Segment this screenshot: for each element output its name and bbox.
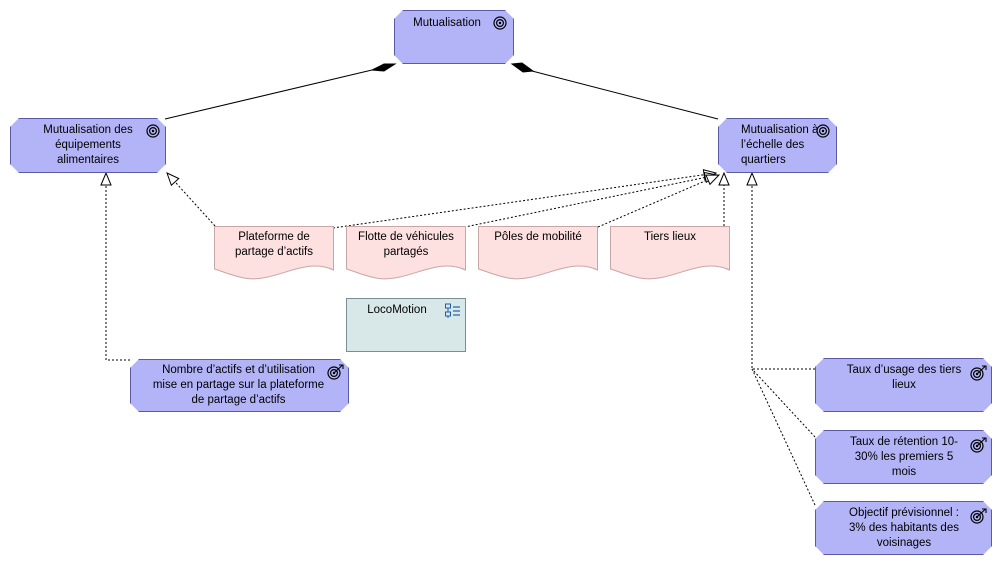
target-arrow-icon bbox=[970, 508, 987, 525]
outcome-objectif-label: Objectif prévisionnel : 3% des habitants… bbox=[849, 507, 959, 549]
outcome-nombre-actifs-label: Nombre d’actifs et d’utilisation mise en… bbox=[152, 364, 325, 406]
realization-line-taux-retention bbox=[751, 368, 816, 438]
deliverable-shape bbox=[478, 226, 598, 280]
deliverable-shape bbox=[610, 226, 730, 280]
deliverable-flotte-label: Flotte de véhicules partagés bbox=[358, 231, 454, 258]
outcome-taux-usage-label: Taux d’usage des tiers lieux bbox=[846, 364, 962, 391]
deliverable-tiers-lieux[interactable]: Tiers lieux bbox=[610, 226, 730, 281]
outcome-taux-usage[interactable]: Taux d’usage des tiers lieux bbox=[815, 358, 992, 412]
deliverable-poles-label: Pôles de mobilité bbox=[494, 231, 582, 243]
target-arrow-icon bbox=[327, 364, 344, 381]
goal-echelle-quartiers[interactable]: Mutualisation à l’échelle des quartiers bbox=[718, 118, 837, 173]
application-locomotion-label: LocoMotion bbox=[367, 304, 427, 316]
deliverable-tiers-label: Tiers lieux bbox=[644, 231, 696, 243]
deliverable-flotte[interactable]: Flotte de véhicules partagés bbox=[346, 226, 466, 281]
outcome-objectif-previsionnel[interactable]: Objectif prévisionnel : 3% des habitants… bbox=[815, 501, 992, 555]
target-arrow-icon bbox=[970, 437, 987, 454]
goal-quartiers-label: Mutualisation à l’échelle des quartiers bbox=[741, 124, 819, 166]
application-component-icon bbox=[445, 303, 460, 318]
composition-line-quartiers bbox=[510, 62, 719, 120]
outcome-taux-retention[interactable]: Taux de rétention 10-30% les premiers 5 … bbox=[815, 430, 992, 484]
goal-mutualisation[interactable]: Mutualisation bbox=[394, 10, 514, 64]
composition-line-equipements bbox=[164, 63, 397, 120]
goal-equipements-label: Mutualisation des équipements alimentair… bbox=[43, 124, 133, 166]
outcome-taux-retention-label: Taux de rétention 10-30% les premiers 5 … bbox=[849, 436, 959, 478]
realization-line-taux-usage bbox=[752, 173, 815, 370]
outcome-nombre-actifs[interactable]: Nombre d’actifs et d’utilisation mise en… bbox=[130, 359, 349, 412]
application-locomotion[interactable]: LocoMotion bbox=[346, 298, 466, 352]
target-icon bbox=[493, 16, 507, 30]
realization-line-plateforme bbox=[167, 173, 216, 227]
target-arrow-icon bbox=[970, 365, 987, 382]
deliverable-plateforme[interactable]: Plateforme de partage d’actifs bbox=[214, 226, 334, 281]
realization-line-objectif bbox=[751, 368, 816, 506]
realization-line-flotte bbox=[459, 175, 717, 229]
deliverable-plateforme-label: Plateforme de partage d’actifs bbox=[235, 231, 313, 258]
goal-mutualisation-label: Mutualisation bbox=[413, 17, 481, 29]
deliverable-poles[interactable]: Pôles de mobilité bbox=[478, 226, 598, 281]
target-icon bbox=[146, 124, 160, 138]
target-icon bbox=[816, 124, 830, 138]
composition-diamond bbox=[510, 62, 535, 73]
deliverable-shape bbox=[346, 226, 466, 280]
realization-line-nombre-actifs bbox=[106, 173, 130, 361]
goal-equipements-alimentaires[interactable]: Mutualisation des équipements alimentair… bbox=[10, 118, 166, 173]
realization-line-poles bbox=[597, 175, 719, 228]
realization-line-plateforme-quartiers bbox=[332, 173, 716, 229]
deliverable-shape bbox=[214, 226, 334, 280]
composition-diamond bbox=[370, 63, 397, 72]
